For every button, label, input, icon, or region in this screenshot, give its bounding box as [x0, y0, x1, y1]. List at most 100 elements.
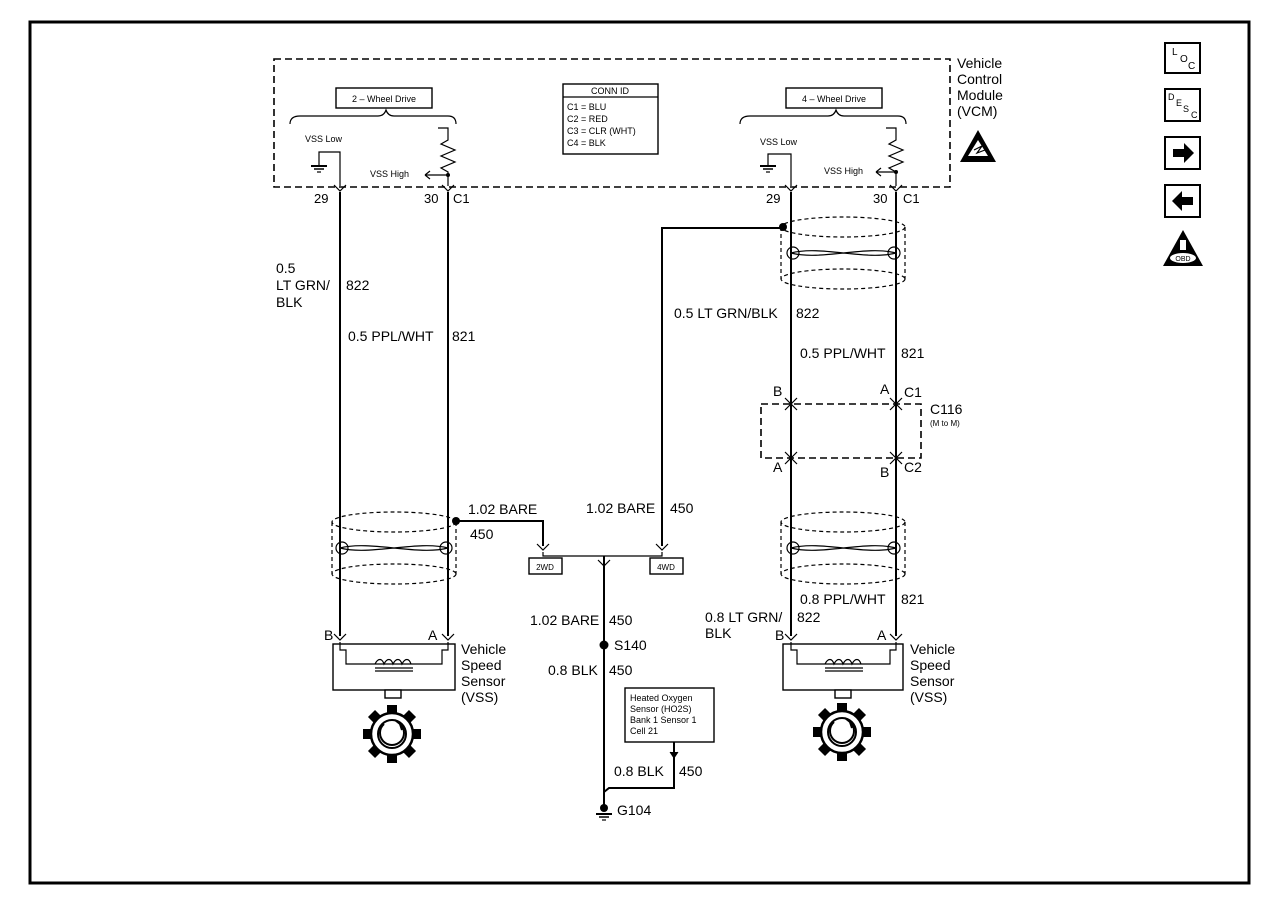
right-wire-822-label: 0.5 LT GRN/BLK 822 [674, 305, 820, 321]
svg-text:1.02 BARE: 1.02 BARE [530, 612, 599, 628]
center-bare-label: 1.02 BARE 450 [586, 500, 694, 516]
svg-text:VSS Low: VSS Low [305, 134, 343, 144]
svg-text:C2 = RED: C2 = RED [567, 114, 608, 124]
obd-warning-button[interactable]: OBD [1163, 230, 1203, 266]
description-button[interactable]: D E S C [1164, 88, 1201, 122]
svg-text:Bank 1 Sensor 1: Bank 1 Sensor 1 [630, 715, 697, 725]
svg-text:Cell 21: Cell 21 [630, 726, 658, 736]
ground-g104-label: G104 [617, 802, 651, 818]
c116-pin-a-top: A [880, 381, 890, 397]
left-wire-822-label: 0.5 LT GRN/ BLK 822 [276, 260, 370, 310]
left-pin-29: 29 [314, 191, 328, 206]
left-reluctor-wheel-icon [363, 705, 421, 763]
svg-text:0.5 PPL/WHT: 0.5 PPL/WHT [800, 345, 886, 361]
right-vss-sensor-label: Vehicle Speed Sensor (VSS) [910, 641, 955, 705]
ho2s-blk-label: 0.8 BLK 450 [614, 763, 703, 779]
arrow-right-icon [1173, 143, 1194, 163]
svg-text:VSS High: VSS High [824, 166, 863, 176]
svg-text:S: S [1183, 104, 1189, 114]
center-junction-wire [542, 552, 663, 557]
c116-pin-b-bot: B [880, 464, 889, 480]
left-vss-sensor-label: Vehicle Speed Sensor (VSS) [461, 641, 506, 705]
svg-text:L: L [1172, 47, 1178, 58]
svg-text:0.8 PPL/WHT: 0.8 PPL/WHT [800, 591, 886, 607]
svg-text:OBD: OBD [1175, 256, 1190, 263]
splice-s140-label: S140 [614, 637, 647, 653]
svg-text:0.8 BLK: 0.8 BLK [548, 662, 598, 678]
ho2s-ground-wire [603, 742, 675, 793]
svg-text:0.5 PPL/WHT: 0.5 PPL/WHT [348, 328, 434, 344]
vcm-module-box [273, 58, 951, 188]
svg-text:Sensor (HO2S): Sensor (HO2S) [630, 704, 692, 714]
right-drain-splice [779, 223, 787, 231]
location-button[interactable]: L O C [1164, 42, 1201, 74]
left-vss-high-circuit: VSS High [370, 127, 457, 186]
right-wire-822-label-2: 0.8 LT GRN/ BLK 822 [705, 609, 821, 641]
svg-text:0.8 LT GRN/: 0.8 LT GRN/ [705, 609, 782, 625]
svg-text:Sensor: Sensor [461, 673, 506, 689]
svg-text:4WD: 4WD [657, 563, 675, 572]
svg-text:D: D [1168, 92, 1175, 102]
right-vss-sensor [782, 642, 904, 699]
c116-label: C116 (M to M) [930, 401, 963, 428]
left-wire-821-label: 0.5 PPL/WHT 821 [348, 328, 476, 344]
svg-text:C4 = BLK: C4 = BLK [567, 138, 606, 148]
svg-text:Vehicle: Vehicle [461, 641, 506, 657]
right-wire-821-label: 0.5 PPL/WHT 821 [800, 345, 925, 361]
c116-c1: C1 [904, 384, 922, 400]
previous-page-button[interactable] [1164, 184, 1201, 218]
tag-2wd: 2WD [528, 557, 563, 575]
right-twisted-pair-shield-bottom [780, 511, 906, 585]
center-blk-label: 0.8 BLK 450 [548, 662, 633, 678]
svg-text:BLK: BLK [705, 625, 732, 641]
svg-text:BLK: BLK [276, 294, 303, 310]
esd-warning-icon [960, 130, 996, 162]
center-trunk-label: 1.02 BARE 450 [530, 612, 633, 628]
svg-text:1.02 BARE: 1.02 BARE [586, 500, 655, 516]
svg-text:822: 822 [797, 609, 821, 625]
svg-text:0.8 BLK: 0.8 BLK [614, 763, 664, 779]
svg-text:Module: Module [957, 87, 1003, 103]
svg-text:Vehicle: Vehicle [910, 641, 955, 657]
svg-text:1.02 BARE: 1.02 BARE [468, 501, 537, 517]
vcm-title: Vehicle Control Module (VCM) [957, 55, 1003, 119]
svg-text:(VCM): (VCM) [957, 103, 997, 119]
arrow-left-icon [1172, 191, 1193, 211]
c116-connector-box [760, 403, 922, 459]
svg-text:(VSS): (VSS) [910, 689, 947, 705]
c116-c2: C2 [904, 459, 922, 475]
right-vss-low-circuit: VSS Low [760, 137, 798, 186]
svg-text:821: 821 [901, 345, 925, 361]
svg-text:VSS Low: VSS Low [760, 137, 798, 147]
next-page-button[interactable] [1164, 136, 1201, 170]
c116-pin-b-top: B [773, 383, 782, 399]
left-vss-low-circuit: VSS Low [305, 134, 343, 186]
svg-text:822: 822 [346, 277, 370, 293]
svg-text:450: 450 [679, 763, 703, 779]
conn-id-box: CONN ID C1 = BLU C2 = RED C3 = CLR (WHT)… [562, 83, 659, 155]
svg-text:VSS High: VSS High [370, 169, 409, 179]
svg-text:C116: C116 [930, 401, 963, 417]
right-drive-label: 4 – Wheel Drive [739, 87, 907, 125]
svg-text:2WD: 2WD [536, 563, 554, 572]
right-pin-a: A [877, 627, 887, 643]
svg-text:450: 450 [609, 662, 633, 678]
svg-text:E: E [1176, 98, 1182, 108]
ho2s-box: Heated Oxygen Sensor (HO2S) Bank 1 Senso… [624, 687, 715, 743]
ground-g104-icon [596, 804, 612, 821]
svg-text:C: C [1191, 110, 1198, 120]
svg-text:821: 821 [452, 328, 476, 344]
tag-4wd: 4WD [649, 557, 684, 575]
svg-text:Control: Control [957, 71, 1002, 87]
left-bare-wire [456, 520, 544, 546]
left-twisted-pair-shield [331, 511, 457, 585]
left-pin-a: A [428, 627, 438, 643]
svg-text:4 – Wheel Drive: 4 – Wheel Drive [802, 94, 866, 104]
svg-text:LT GRN/: LT GRN/ [276, 277, 330, 293]
svg-text:2 – Wheel Drive: 2 – Wheel Drive [352, 94, 416, 104]
c116-pin-a-bot: A [773, 459, 783, 475]
svg-text:0.5 LT GRN/BLK: 0.5 LT GRN/BLK [674, 305, 778, 321]
svg-text:Speed: Speed [910, 657, 950, 673]
page-border [28, 20, 1251, 885]
